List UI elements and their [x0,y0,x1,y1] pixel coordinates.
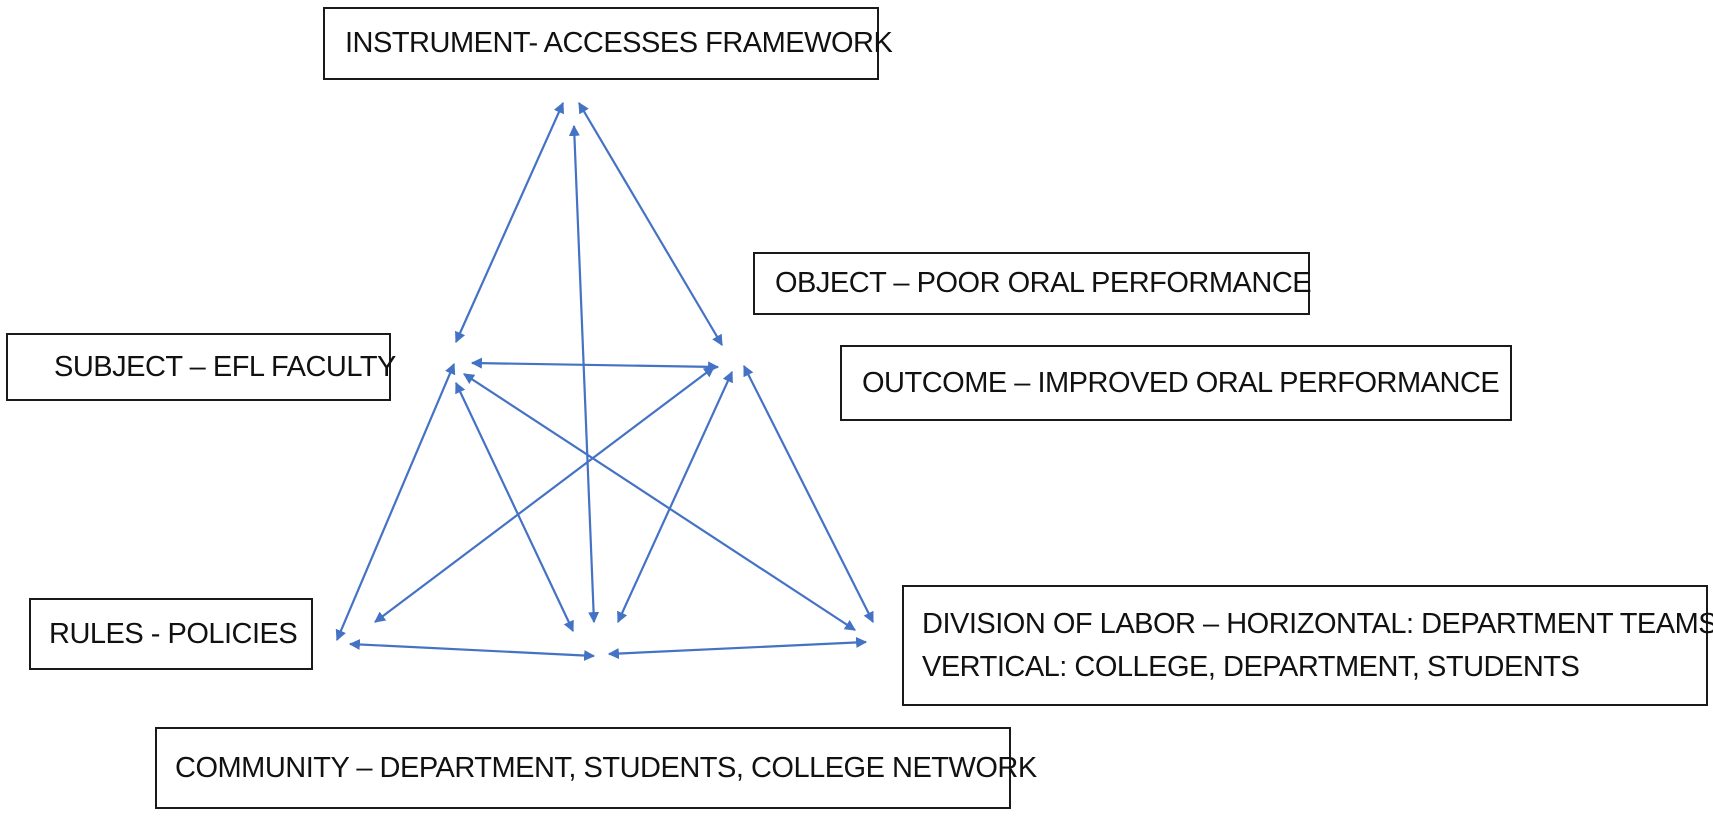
community-label: COMMUNITY – DEPARTMENT, STUDENTS, COLLEG… [175,751,1037,784]
object-box: OBJECT – POOR ORAL PERFORMANCE [753,252,1312,315]
subject-label: SUBJECT – EFL FACULTY [54,350,396,383]
object-label: OBJECT – POOR ORAL PERFORMANCE [775,267,1312,300]
arrow-instrument-object [578,102,723,346]
division-line-horizontal: DIVISION OF LABOR – HORIZONTAL: DEPARTME… [922,608,1713,641]
outcome-box: OUTCOME – IMPROVED ORAL PERFORMANCE [840,345,1512,421]
rules-label: RULES - POLICIES [49,617,298,650]
arrow-subject-division [463,373,856,631]
division-of-labor-box: DIVISION OF LABOR – HORIZONTAL: DEPARTME… [902,585,1713,706]
outcome-label: OUTCOME – IMPROVED ORAL PERFORMANCE [862,366,1500,399]
arrow-object-rules [374,366,715,623]
arrow-object-community [616,370,734,624]
instrument-label: INSTRUMENT- ACCESSES FRAMEWORK [345,27,893,60]
arrow-subject-object [470,357,720,373]
arrow-subject-community [455,382,574,632]
arrow-rules-community [348,638,596,662]
division-line-vertical: VERTICAL: COLLEGE, DEPARTMENT, STUDENTS [922,650,1580,683]
arrow-subject-rules [335,362,456,642]
subject-box: SUBJECT – EFL FACULTY [6,333,396,401]
rules-box: RULES - POLICIES [29,598,313,670]
instrument-box: INSTRUMENT- ACCESSES FRAMEWORK [323,7,893,80]
community-box: COMMUNITY – DEPARTMENT, STUDENTS, COLLEG… [155,727,1037,809]
arrow-community-division [607,636,868,660]
arrow-instrument-community [568,124,600,624]
arrow-object-division [743,365,874,623]
arrow-instrument-subject [454,101,565,344]
